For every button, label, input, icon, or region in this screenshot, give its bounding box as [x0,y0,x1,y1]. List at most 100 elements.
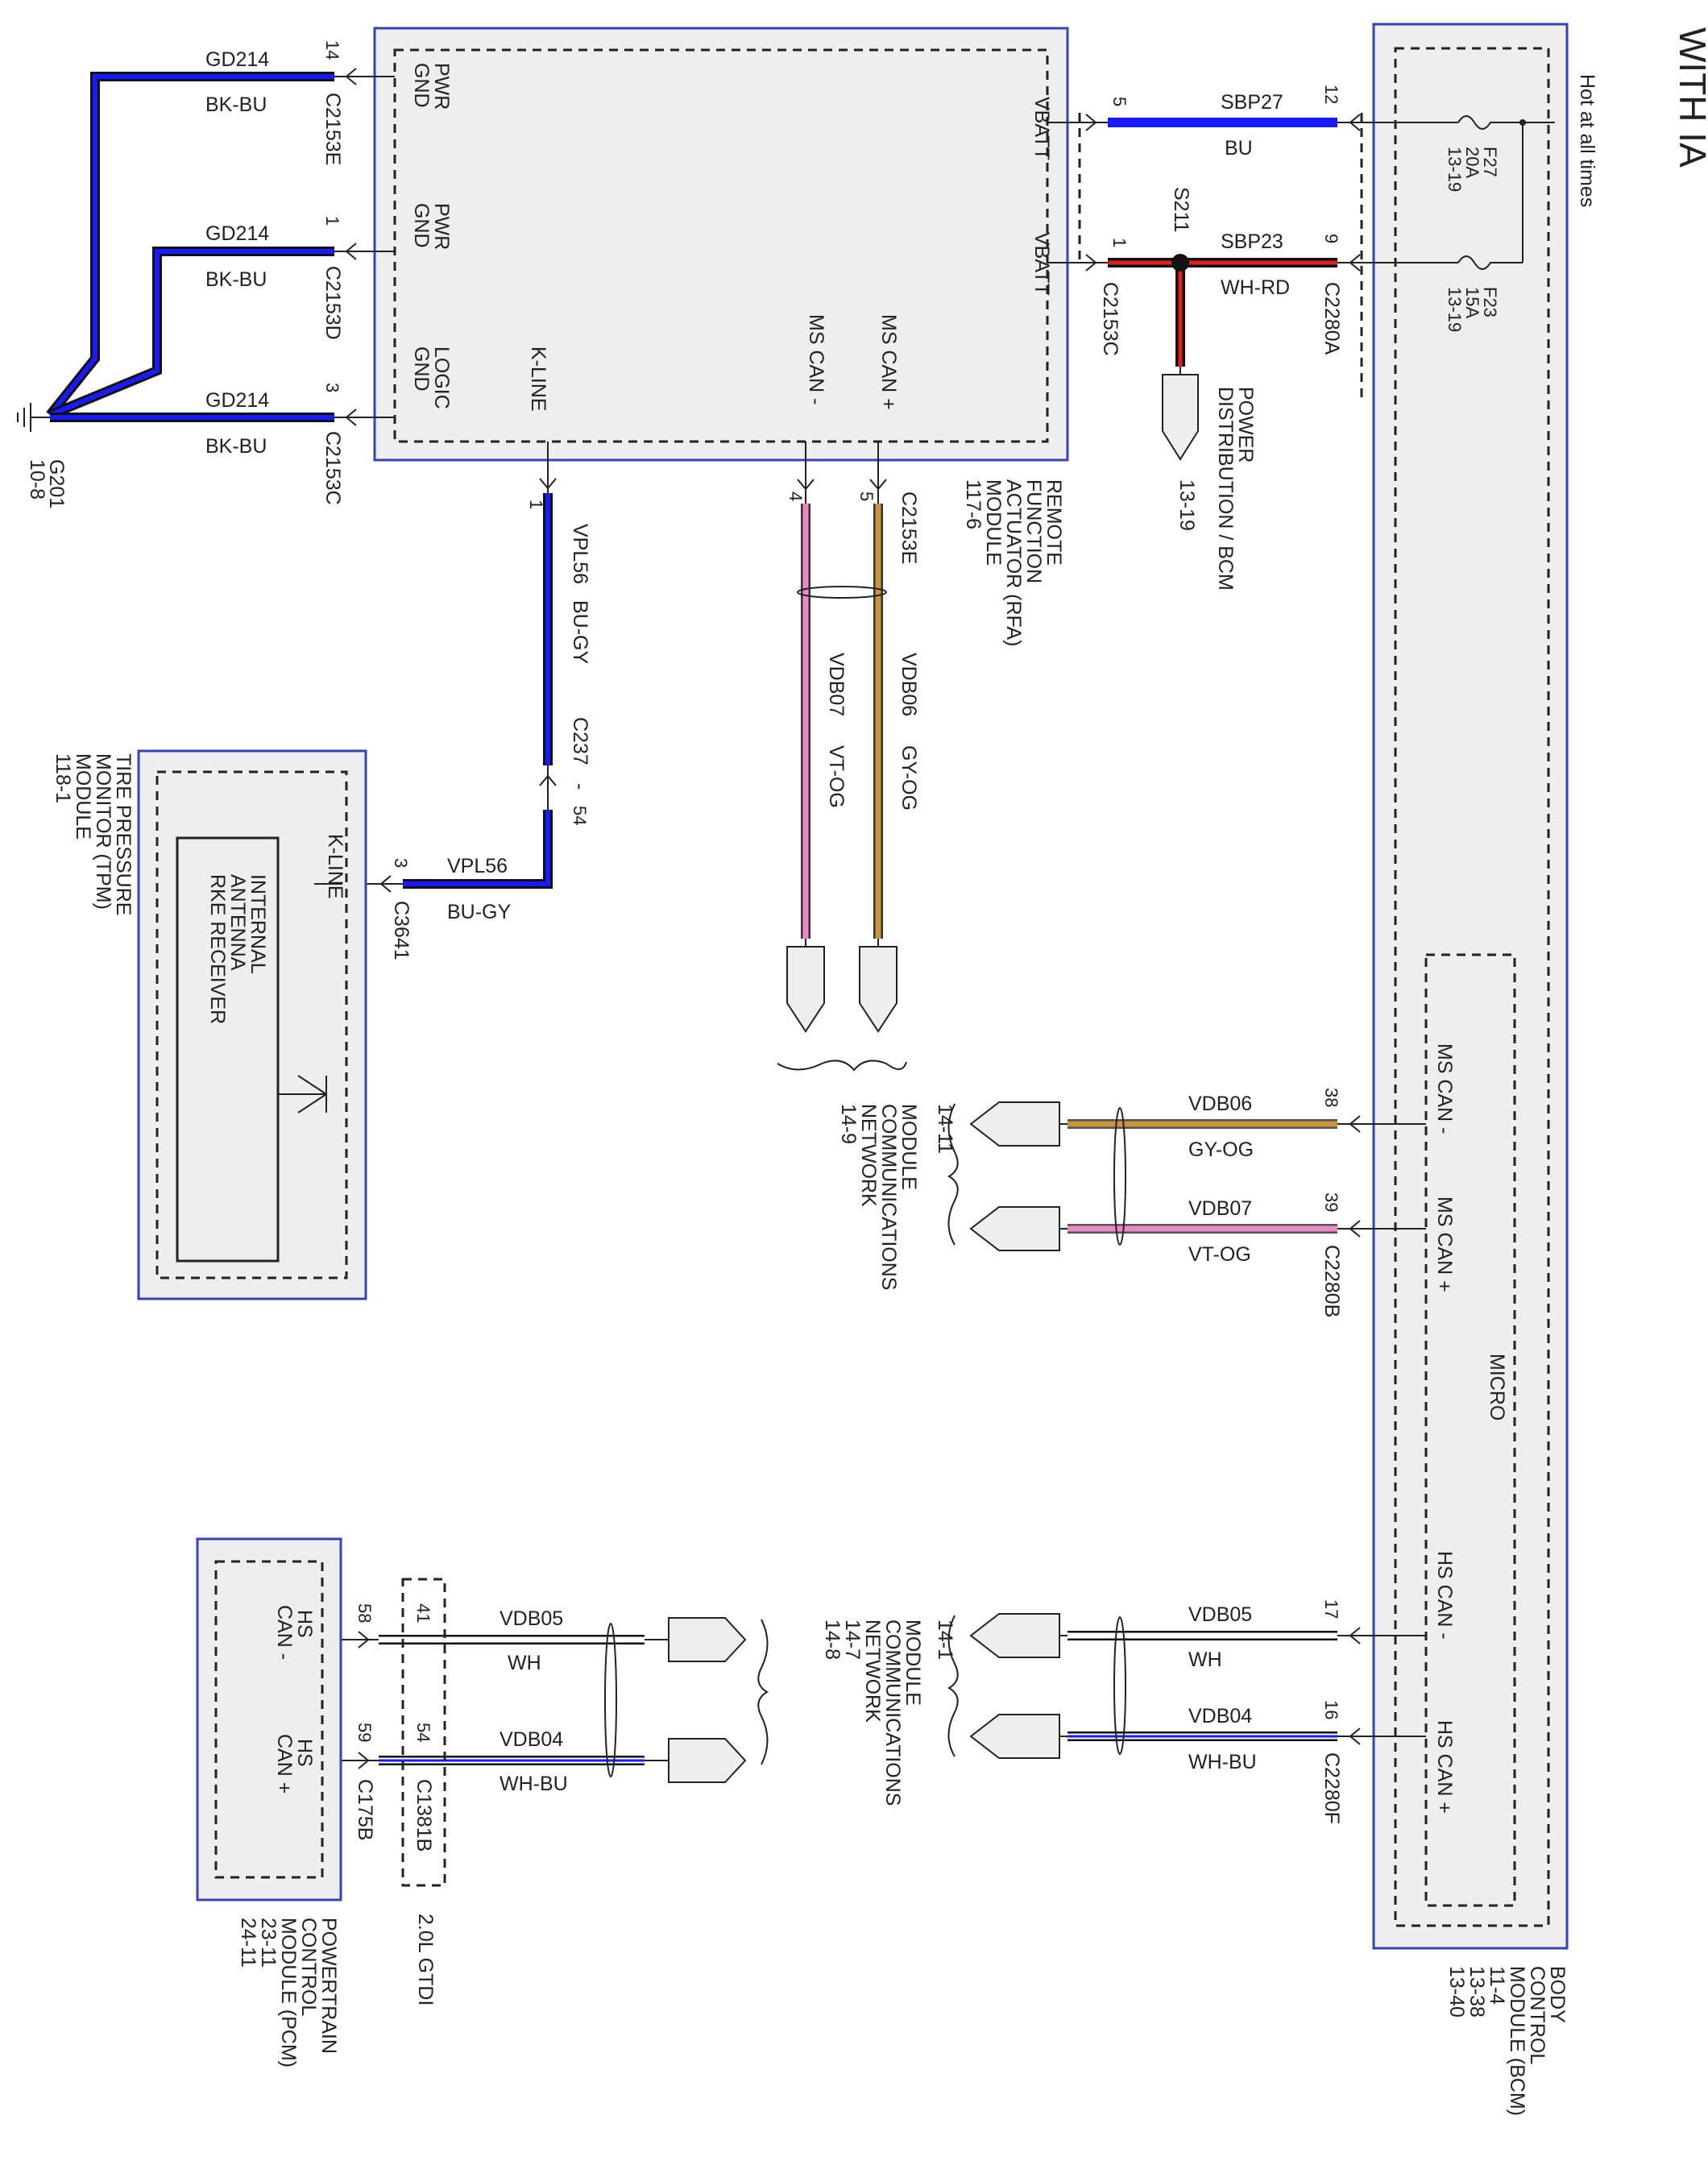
pin-number: 4 [786,491,806,501]
pin-number: 41 [413,1603,433,1623]
tpm-internal-line: INTERNAL [247,874,269,974]
wire-circuit: GD214 [205,389,269,412]
splice-name: S211 [1170,187,1192,233]
fuse-f23: F23 15A 13-19 [1366,255,1523,332]
tpm-module: K-LINE INTERNAL ANTENNA RKE RECEIVER TIR… [52,749,367,1300]
pin-number: 5 [1109,97,1130,106]
pin-number: 1 [322,216,342,226]
engine-variant: 2.0L GTDI [414,1914,437,2005]
network-line: COMMUNICATIONS [881,1619,904,1806]
rfa-pin-logic-gnd: GND [410,346,433,392]
wire-color: BU-GY [447,901,512,923]
pcm-pin-hs-can-plus: HS [293,1739,316,1767]
pcm-title: POWERTRAIN CONTROL MODULE (PCM) 23-11 24… [237,1918,340,2067]
pcm-title-line: POWERTRAIN [317,1918,340,2054]
bcm-pin-ms-can-minus: MS CAN - [1433,1043,1456,1134]
pin-number: 14 [322,40,342,60]
bcm-title-line: MODULE (BCM) [1506,1966,1528,2116]
rfa-pin-k-line: K-LINE [527,346,549,412]
rfa-pin-ms-can-minus: MS CAN - [805,314,827,405]
wire-circuit: SBP27 [1221,91,1283,114]
bcm-pin-ms-can-plus: MS CAN + [1433,1196,1456,1292]
rfa-title-line: MODULE [982,479,1005,566]
pin-number: 9 [1321,234,1341,243]
pin-number: 3 [391,858,411,868]
wire-circuit: VDB04 [1188,1705,1252,1727]
tpm-internal-line: RKE RECEIVER [206,874,229,1024]
pcm-title-line: CONTROL [297,1918,320,2016]
bcm-module: MICRO MS CAN - MS CAN + HS CAN - HS CAN … [1372,23,1569,2116]
fuse-f27: F27 20A 13-19 [1366,115,1523,192]
pcm-hs-can-wires: 58 59 41 54 VDB05 WH VDB04 WH-BU C175B C… [338,1578,769,2005]
pin-number: 5 [856,491,877,501]
bcm-pin-hs-can-plus: HS CAN + [1433,1720,1456,1814]
wire-color: WH [508,1652,541,1674]
pcm-pin-hs-can-minus: HS [293,1610,316,1638]
wire-circuit: GD214 [205,48,269,71]
rfa-pin-ms-can-plus: MS CAN + [877,314,900,410]
pin-number: 17 [1321,1599,1341,1619]
pcm-module: HS CAN - HS CAN + POWERTRAIN CONTROL MOD… [196,1537,342,2067]
connector-label: C2280A [1320,282,1343,355]
connector-label: C2153C [321,431,344,505]
rfa-title-line: ACTUATOR (RFA) [1002,479,1025,646]
bcm-title: BODY CONTROL MODULE (BCM) 11-4 13-38 13-… [1445,1966,1569,2116]
network-line: NETWORK [861,1619,884,1723]
wire-color: BK-BU [205,93,267,116]
tpm-title-line: TIRE PRESSURE [112,753,135,915]
fuse-page: 13-19 [1445,147,1465,192]
network-line: 14-8 [821,1619,844,1660]
wire-circuit: SBP23 [1221,230,1283,253]
kline-wire: 1 VPL56 BU-GY C237 - 54 VPL56 BU-GY 3 C3… [342,442,591,960]
fuse-name: F23 [1480,287,1500,317]
network-ref: 14-1 [934,1619,956,1660]
pin-number: 1 [526,500,546,509]
bcm-micro-label: MICRO [1486,1354,1508,1420]
wire-circuit: VDB06 [1188,1093,1252,1115]
wire-circuit: VDB05 [500,1607,563,1630]
rfa-pin-logic-gnd: LOGIC [430,346,453,409]
module-comm-network-hs: MODULE COMMUNICATIONS NETWORK 14-7 14-8 [821,1619,924,1806]
inline-pin: 54 [570,806,590,825]
pin-number: 38 [1321,1088,1341,1107]
connector-label: C2153D [321,266,344,340]
rfa-pin-pwr-gnd-1: PWR [430,63,453,110]
power-dist-page: 13-19 [1175,479,1198,531]
pin-number: 3 [322,383,342,392]
pcm-pin-hs-can-plus: CAN + [273,1734,296,1794]
wire-color: VT-OG [825,745,848,808]
rfa-title: REMOTE FUNCTION ACTUATOR (RFA) MODULE 11… [962,479,1065,646]
antenna-icon [278,1075,327,1114]
ground-name: G201 [45,459,68,508]
wire-color: WH-BU [500,1773,568,1795]
rfa-pin-pwr-gnd-2: GND [410,203,433,248]
pin-number: 59 [354,1723,375,1742]
tpm-title-line: 118-1 [52,753,74,803]
pcm-pin-hs-can-minus: CAN - [273,1605,296,1660]
connector-label: C2153C [1099,282,1121,356]
connector-label: C175B [354,1779,376,1840]
pin-number: 58 [354,1603,375,1623]
pcm-title-line: 23-11 [257,1918,280,1968]
pin-number: 54 [413,1723,433,1742]
splice-s211: S211 [1162,187,1199,461]
network-line: NETWORK [857,1104,880,1207]
rfa-title-line: REMOTE [1043,479,1065,566]
fuse-rating: 20A [1462,147,1482,178]
connector-label: C2153E [898,491,920,564]
connector-label: C2280B [1320,1245,1343,1317]
tpm-internal-line: ANTENNA [226,874,249,971]
power-dist-line: POWER [1234,387,1257,462]
network-line: 14-9 [837,1104,860,1144]
wire-color: BU [1225,137,1253,160]
ground-symbol: G201 10-8 [17,403,68,508]
ground-wires: GD214 BK-BU 14 C2153E GD214 BK-BU 1 C215… [46,40,395,505]
pin-number: 16 [1321,1700,1341,1719]
wire-color: BU-GY [569,600,591,665]
bcm-ms-can-wires: 38 39 C2280B VDB06 GY-OG VDB07 VT-OG [947,1088,1426,1317]
wire-circuit: VDB06 [898,653,920,716]
network-line: COMMUNICATIONS [877,1104,900,1290]
tpm-k-line: K-LINE [324,834,346,899]
rfa-pin-pwr-gnd-2: PWR [430,203,453,250]
